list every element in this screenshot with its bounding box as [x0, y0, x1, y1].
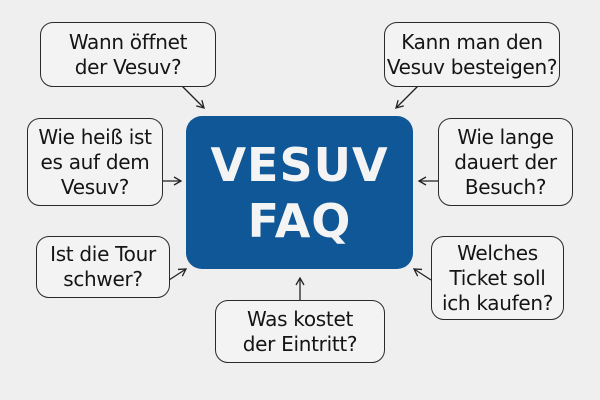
question-ticket: Welches Ticket soll ich kaufen? [431, 236, 564, 320]
question-difficulty: Ist die Tour schwer? [36, 236, 170, 298]
question-opening-hours: Wann öffnet der Vesuv? [40, 22, 216, 87]
question-duration: Wie lange dauert der Besuch? [438, 118, 573, 206]
question-climb: Kann man den Vesuv besteigen? [384, 22, 560, 87]
question-price: Was kostet der Eintritt? [215, 300, 385, 363]
question-temperature: Wie heiß ist es auf dem Vesuv? [27, 118, 163, 206]
vesuv-faq-title-box: VESUV FAQ [186, 116, 413, 269]
